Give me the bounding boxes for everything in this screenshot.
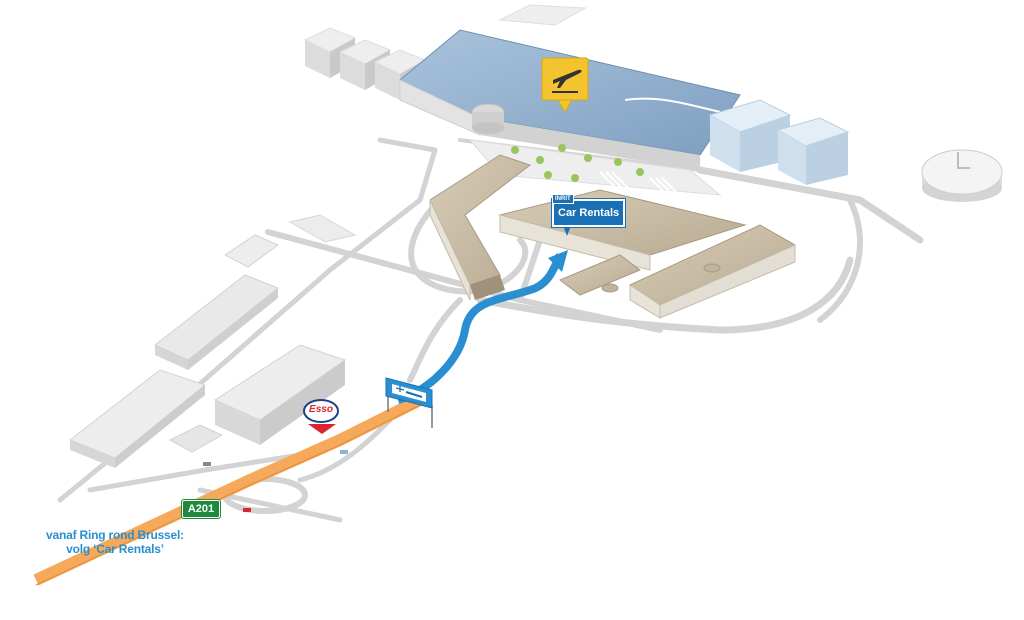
highway-a201-edge — [35, 404, 421, 586]
building-long-1 — [154, 274, 279, 361]
car-rentals-sign[interactable]: INRIT Car Rentals — [552, 194, 626, 227]
direction-arrow-icon — [548, 250, 568, 272]
car-rentals-sign-header: INRIT — [552, 194, 574, 204]
esso-logo-text: Esso — [309, 404, 333, 415]
cars — [203, 450, 348, 512]
road-front — [476, 256, 854, 334]
esso-logo — [303, 399, 339, 434]
road-east — [696, 166, 924, 244]
departure-marker — [541, 57, 589, 113]
terminal-complex — [303, 4, 1003, 202]
warehouses — [69, 214, 357, 468]
airplane-small-icon — [395, 386, 405, 392]
road-sign-a201: A201 — [182, 500, 220, 518]
road-loop-left — [408, 197, 529, 295]
route-caption: vanaf Ring rond Brussel: volg ‘Car Renta… — [30, 528, 200, 556]
road-lower-connector — [87, 452, 303, 493]
highway-a201 — [33, 394, 423, 586]
car-rentals-sign-label: Car Rentals — [558, 207, 620, 219]
road-ramp-south — [297, 417, 393, 483]
caption-line-1: vanaf Ring rond Brussel: — [46, 528, 184, 542]
route-to-car-rentals — [396, 253, 564, 404]
building-small — [224, 234, 279, 268]
airplane-departure-icon — [552, 69, 582, 93]
road-lower-ring — [407, 297, 463, 383]
building-tiny — [168, 424, 224, 453]
overhead-sign — [385, 377, 433, 428]
road-east-ramp — [817, 197, 863, 323]
trees — [511, 144, 644, 182]
parking-ramp — [559, 254, 641, 296]
caption-line-2: volg ‘Car Rentals’ — [66, 542, 164, 556]
building-strip — [288, 214, 357, 243]
